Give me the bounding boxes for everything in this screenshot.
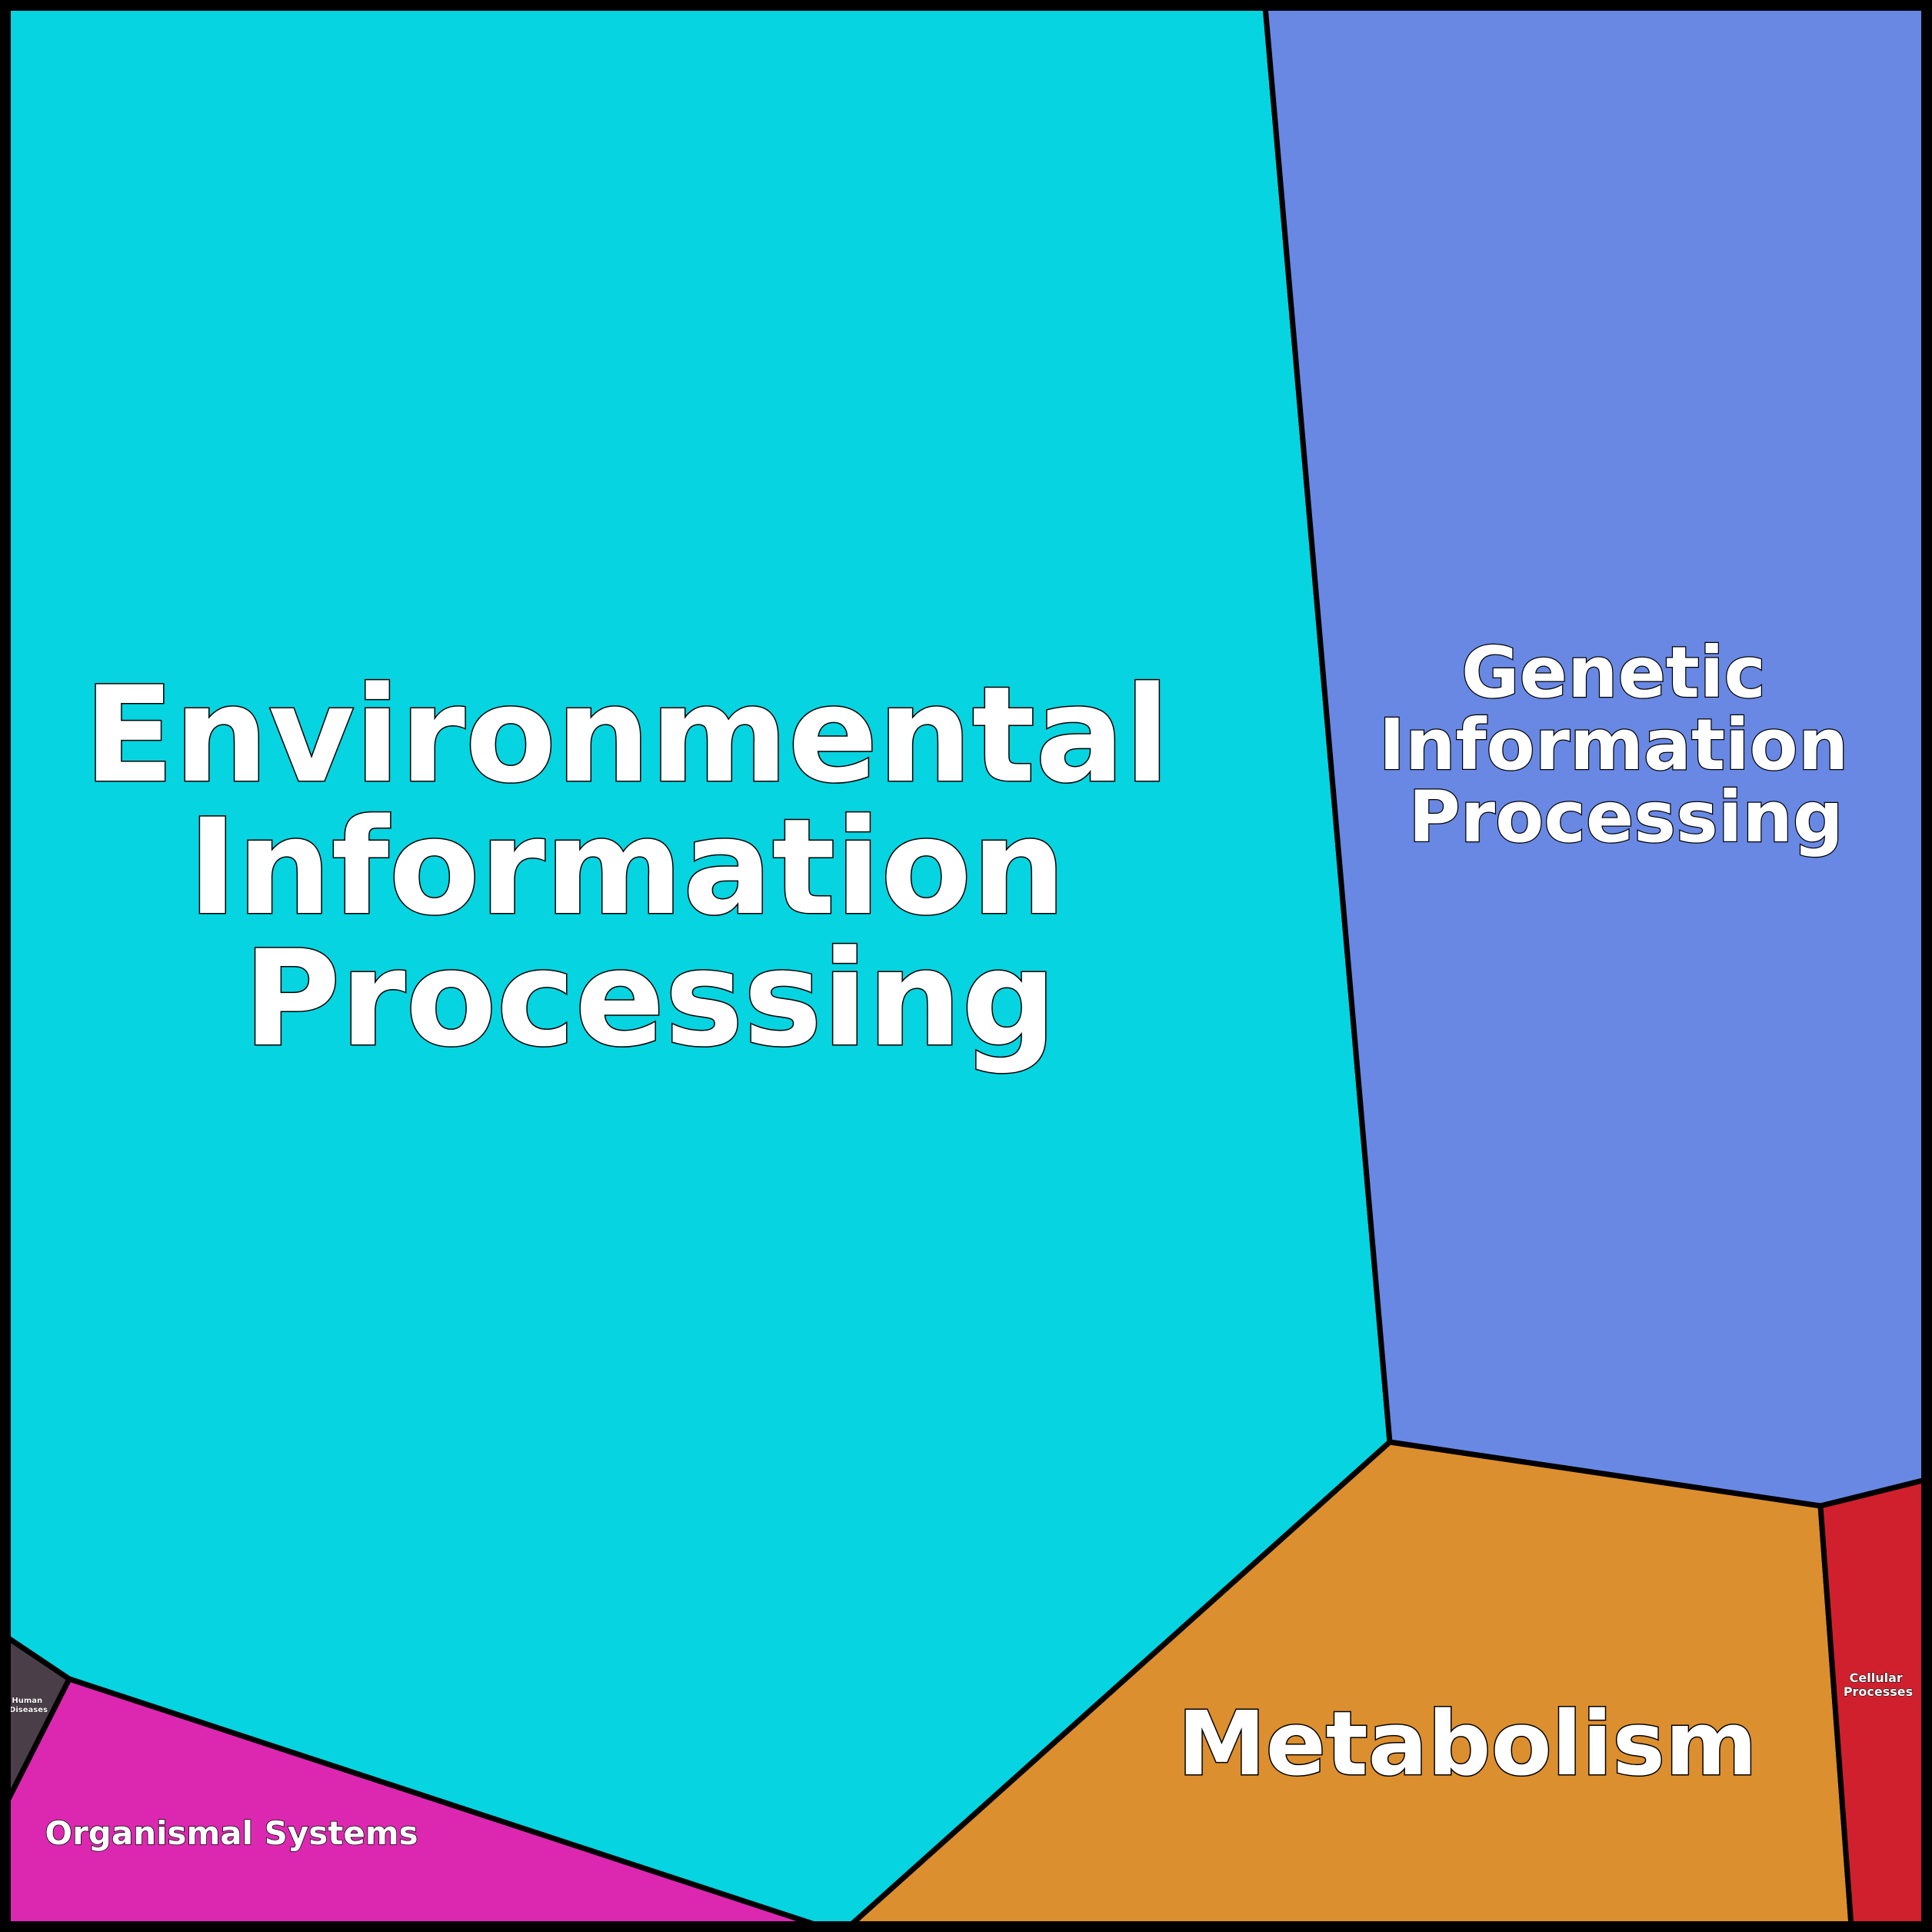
label-genetic-information-processing: Genetic Information Processing (1379, 631, 1874, 858)
label-organismal-systems: Organismal Systems (45, 1814, 418, 1852)
label-environmental-information-processing: Environmental Information Processing (84, 658, 1216, 1076)
label-metabolism: Metabolism (1178, 1693, 1757, 1796)
label-cellular-processes: Cellular Processes (1844, 1671, 1913, 1699)
label-human-diseases: Human Diseases (9, 1697, 48, 1714)
